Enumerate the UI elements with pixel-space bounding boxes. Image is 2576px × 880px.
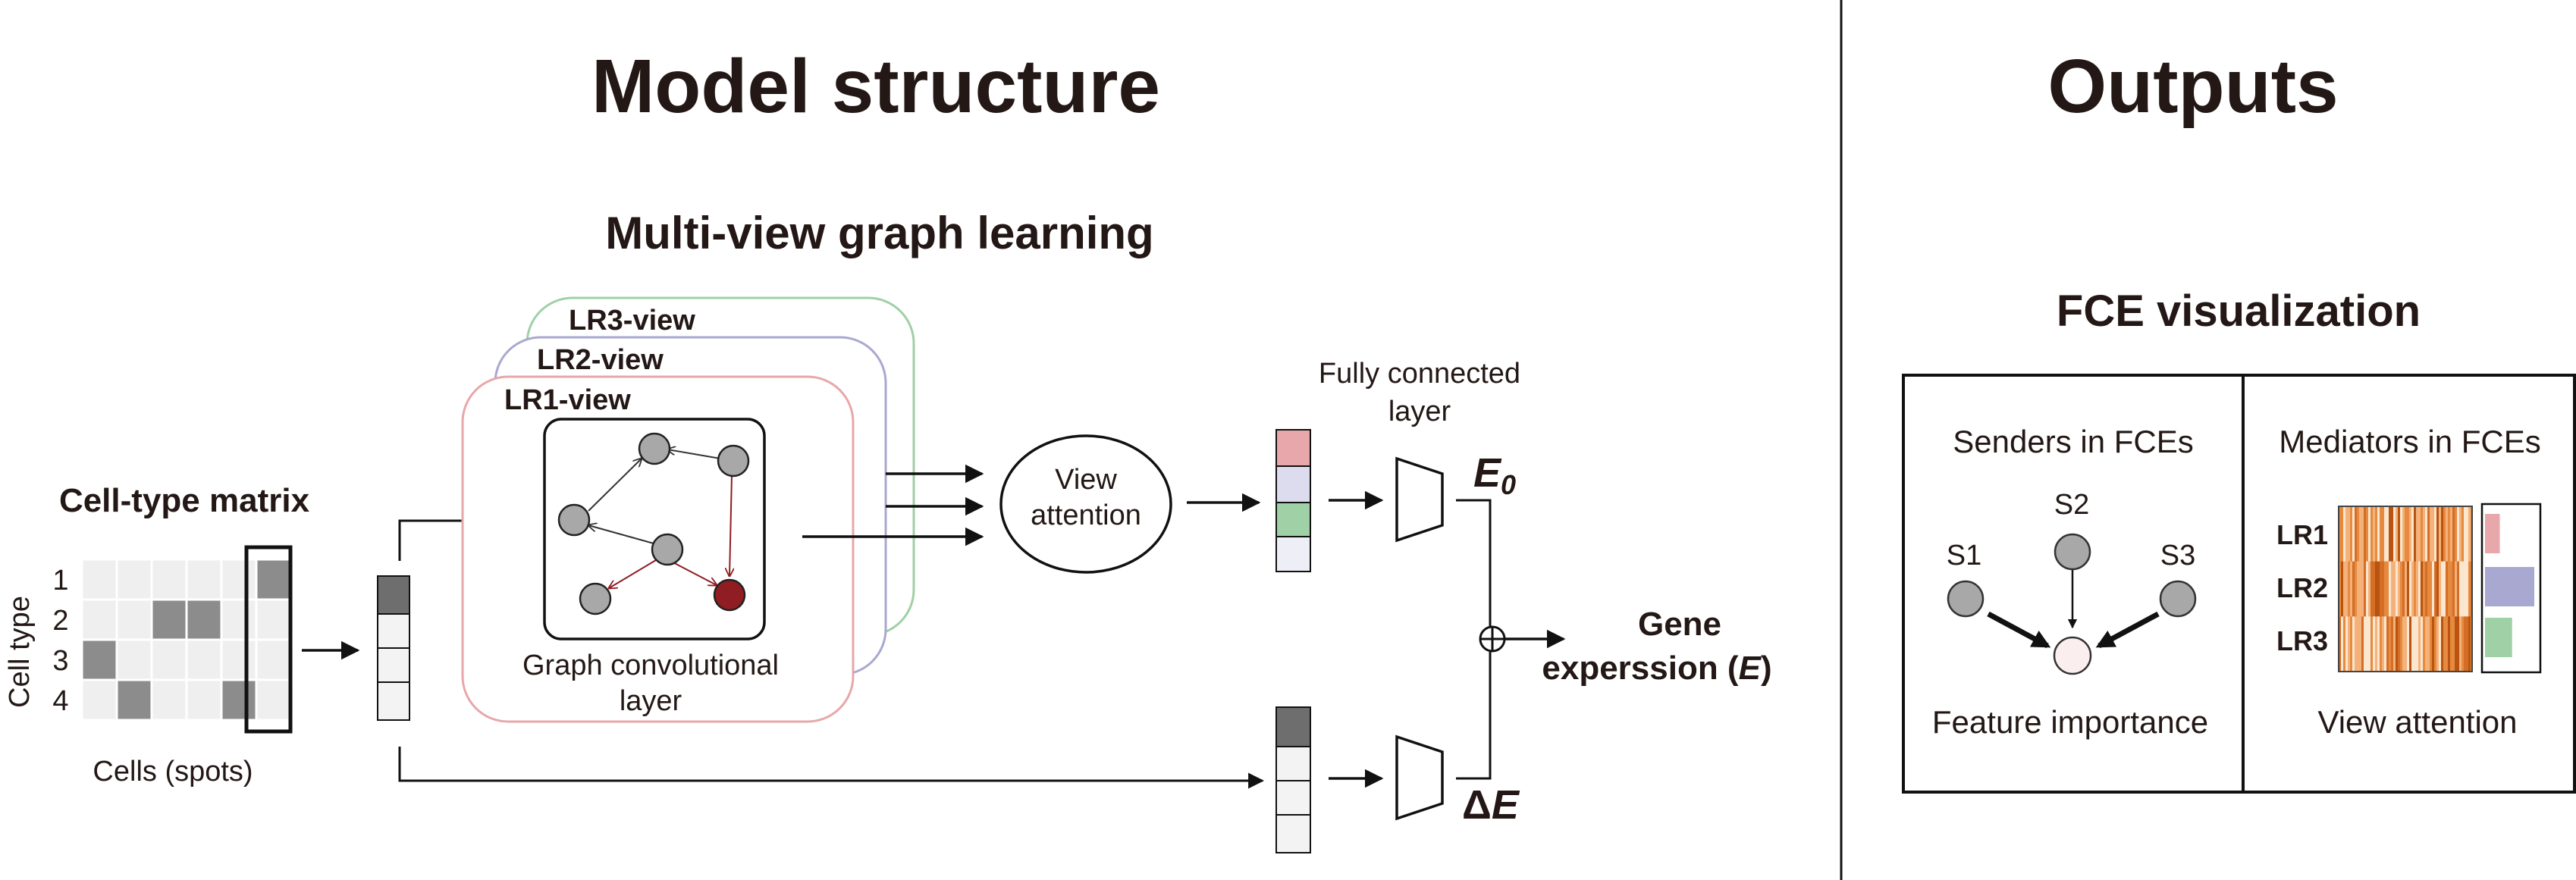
fc-layer-label-2: layer	[1388, 396, 1451, 427]
sender-node-s3	[2159, 580, 2197, 618]
matrix-grid	[80, 558, 293, 722]
attention-bar-1	[2485, 514, 2500, 553]
matrix-cell	[115, 638, 153, 681]
matrix-row-label: 2	[52, 605, 68, 637]
matrix-cell	[185, 638, 223, 681]
attention-vector	[1275, 429, 1311, 572]
graph-edge	[588, 525, 654, 544]
matrix-cell	[115, 558, 153, 601]
graph-learning-title: Multi-view graph learning	[605, 208, 1153, 258]
fc-layer-bottom	[1395, 734, 1444, 821]
attention-bars	[2485, 514, 2534, 657]
sender-node-s1	[1947, 580, 1985, 618]
heatmap-frame	[2338, 506, 2473, 672]
matrix-cell	[255, 678, 293, 722]
graph-layer-label-1: Graph convolutional	[522, 650, 779, 681]
sender-node-s2	[2054, 533, 2091, 571]
graph-node	[638, 432, 671, 465]
matrix-cell	[185, 558, 223, 601]
matrix-cell	[150, 598, 188, 641]
matrix-column-highlight	[244, 545, 293, 734]
matrix-row-label: 3	[52, 645, 68, 677]
matrix-cell	[80, 638, 118, 681]
sum-operator	[1479, 625, 1506, 653]
matrix-title: Cell-type matrix	[59, 482, 310, 519]
sender-label-s2: S2	[2054, 489, 2089, 521]
matrix-cell	[220, 638, 258, 681]
matrix-cell	[80, 678, 118, 722]
matrix-cell	[255, 598, 293, 641]
mediator-label-lr1: LR1	[2276, 519, 2328, 550]
arrow-vector-to-skip	[398, 747, 1265, 789]
graph-edge	[609, 557, 660, 588]
matrix-cell	[115, 598, 153, 641]
matrix-cell	[185, 598, 223, 641]
fce-title: FCE visualization	[2057, 287, 2421, 336]
matrix-cell	[185, 678, 223, 722]
model-structure-title: Model structure	[591, 44, 1160, 129]
graph-node-target	[713, 578, 746, 612]
cell-type-matrix: Cell-type matrix Cell type Cells (spots)…	[4, 482, 310, 788]
feature-importance-label: Feature importance	[1932, 704, 2208, 740]
matrix-cell	[115, 678, 153, 722]
outputs-title: Outputs	[2047, 44, 2338, 129]
receiver-node	[2053, 636, 2092, 675]
attention-bar-2	[2485, 567, 2534, 606]
sender-s1-arrow	[1987, 611, 2051, 649]
matrix-cell	[220, 558, 258, 601]
matrix-y-label: Cell type	[4, 596, 36, 708]
matrix-cell	[150, 638, 188, 681]
mediators-panel	[2242, 374, 2576, 794]
graph-node	[557, 503, 591, 537]
matrix-cell	[150, 678, 188, 722]
matrix-row-label: 1	[52, 565, 68, 597]
graph-node	[717, 444, 750, 478]
matrix-cell	[220, 678, 258, 722]
matrix-cell	[220, 598, 258, 641]
view-attention-output-label: View attention	[2317, 704, 2517, 740]
fc-layer-top	[1395, 456, 1444, 543]
matrix-cell	[150, 558, 188, 601]
input-vector	[377, 575, 410, 721]
attention-bar-3	[2485, 618, 2512, 657]
matrix-row-label: 4	[52, 685, 68, 717]
lr3-view-label: LR3-view	[569, 305, 695, 337]
matrix-cell	[255, 638, 293, 681]
sender-s3-arrow	[2095, 611, 2160, 649]
delta-e-label: ΔE	[1462, 782, 1520, 828]
mediators-title: Mediators in FCEs	[2279, 424, 2540, 459]
matrix-cell	[255, 558, 293, 601]
graph-node	[651, 533, 684, 566]
gene-expression-label-1: Gene	[1638, 606, 1721, 643]
graph-layer-label-2: layer	[620, 685, 682, 717]
fc-layer-label-1: Fully connected	[1319, 358, 1520, 390]
matrix-cell	[80, 598, 118, 641]
view-attention-label-2: attention	[1031, 500, 1141, 531]
graph-edge	[667, 559, 717, 585]
view-attention-node: View attention	[999, 434, 1172, 574]
sender-label-s3: S3	[2160, 540, 2195, 572]
senders-title: Senders in FCEs	[1953, 424, 2193, 459]
graph-node	[579, 582, 612, 615]
view-attention-label-1: View	[1055, 464, 1117, 496]
mediator-label-lr3: LR3	[2276, 625, 2328, 656]
sender-label-s1: S1	[1947, 540, 1981, 572]
skip-vector	[1275, 706, 1311, 853]
mediator-label-lr2: LR2	[2276, 572, 2328, 603]
lr2-view-label: LR2-view	[537, 344, 664, 376]
gene-expression-label-2: experssion (E)	[1542, 650, 1771, 687]
e0-label: E0	[1473, 450, 1516, 500]
graph-edge	[588, 459, 642, 512]
graph-layer: Graph convolutional layer	[522, 418, 779, 717]
graph-edge	[730, 474, 732, 576]
matrix-x-label: Cells (spots)	[93, 756, 253, 788]
graph-edge	[667, 449, 721, 459]
attention-heatmap	[2339, 506, 2473, 672]
matrix-row-labels: 1 2 3 4	[52, 565, 68, 717]
matrix-cell	[80, 558, 118, 601]
lr1-view-label: LR1-view	[504, 384, 631, 416]
